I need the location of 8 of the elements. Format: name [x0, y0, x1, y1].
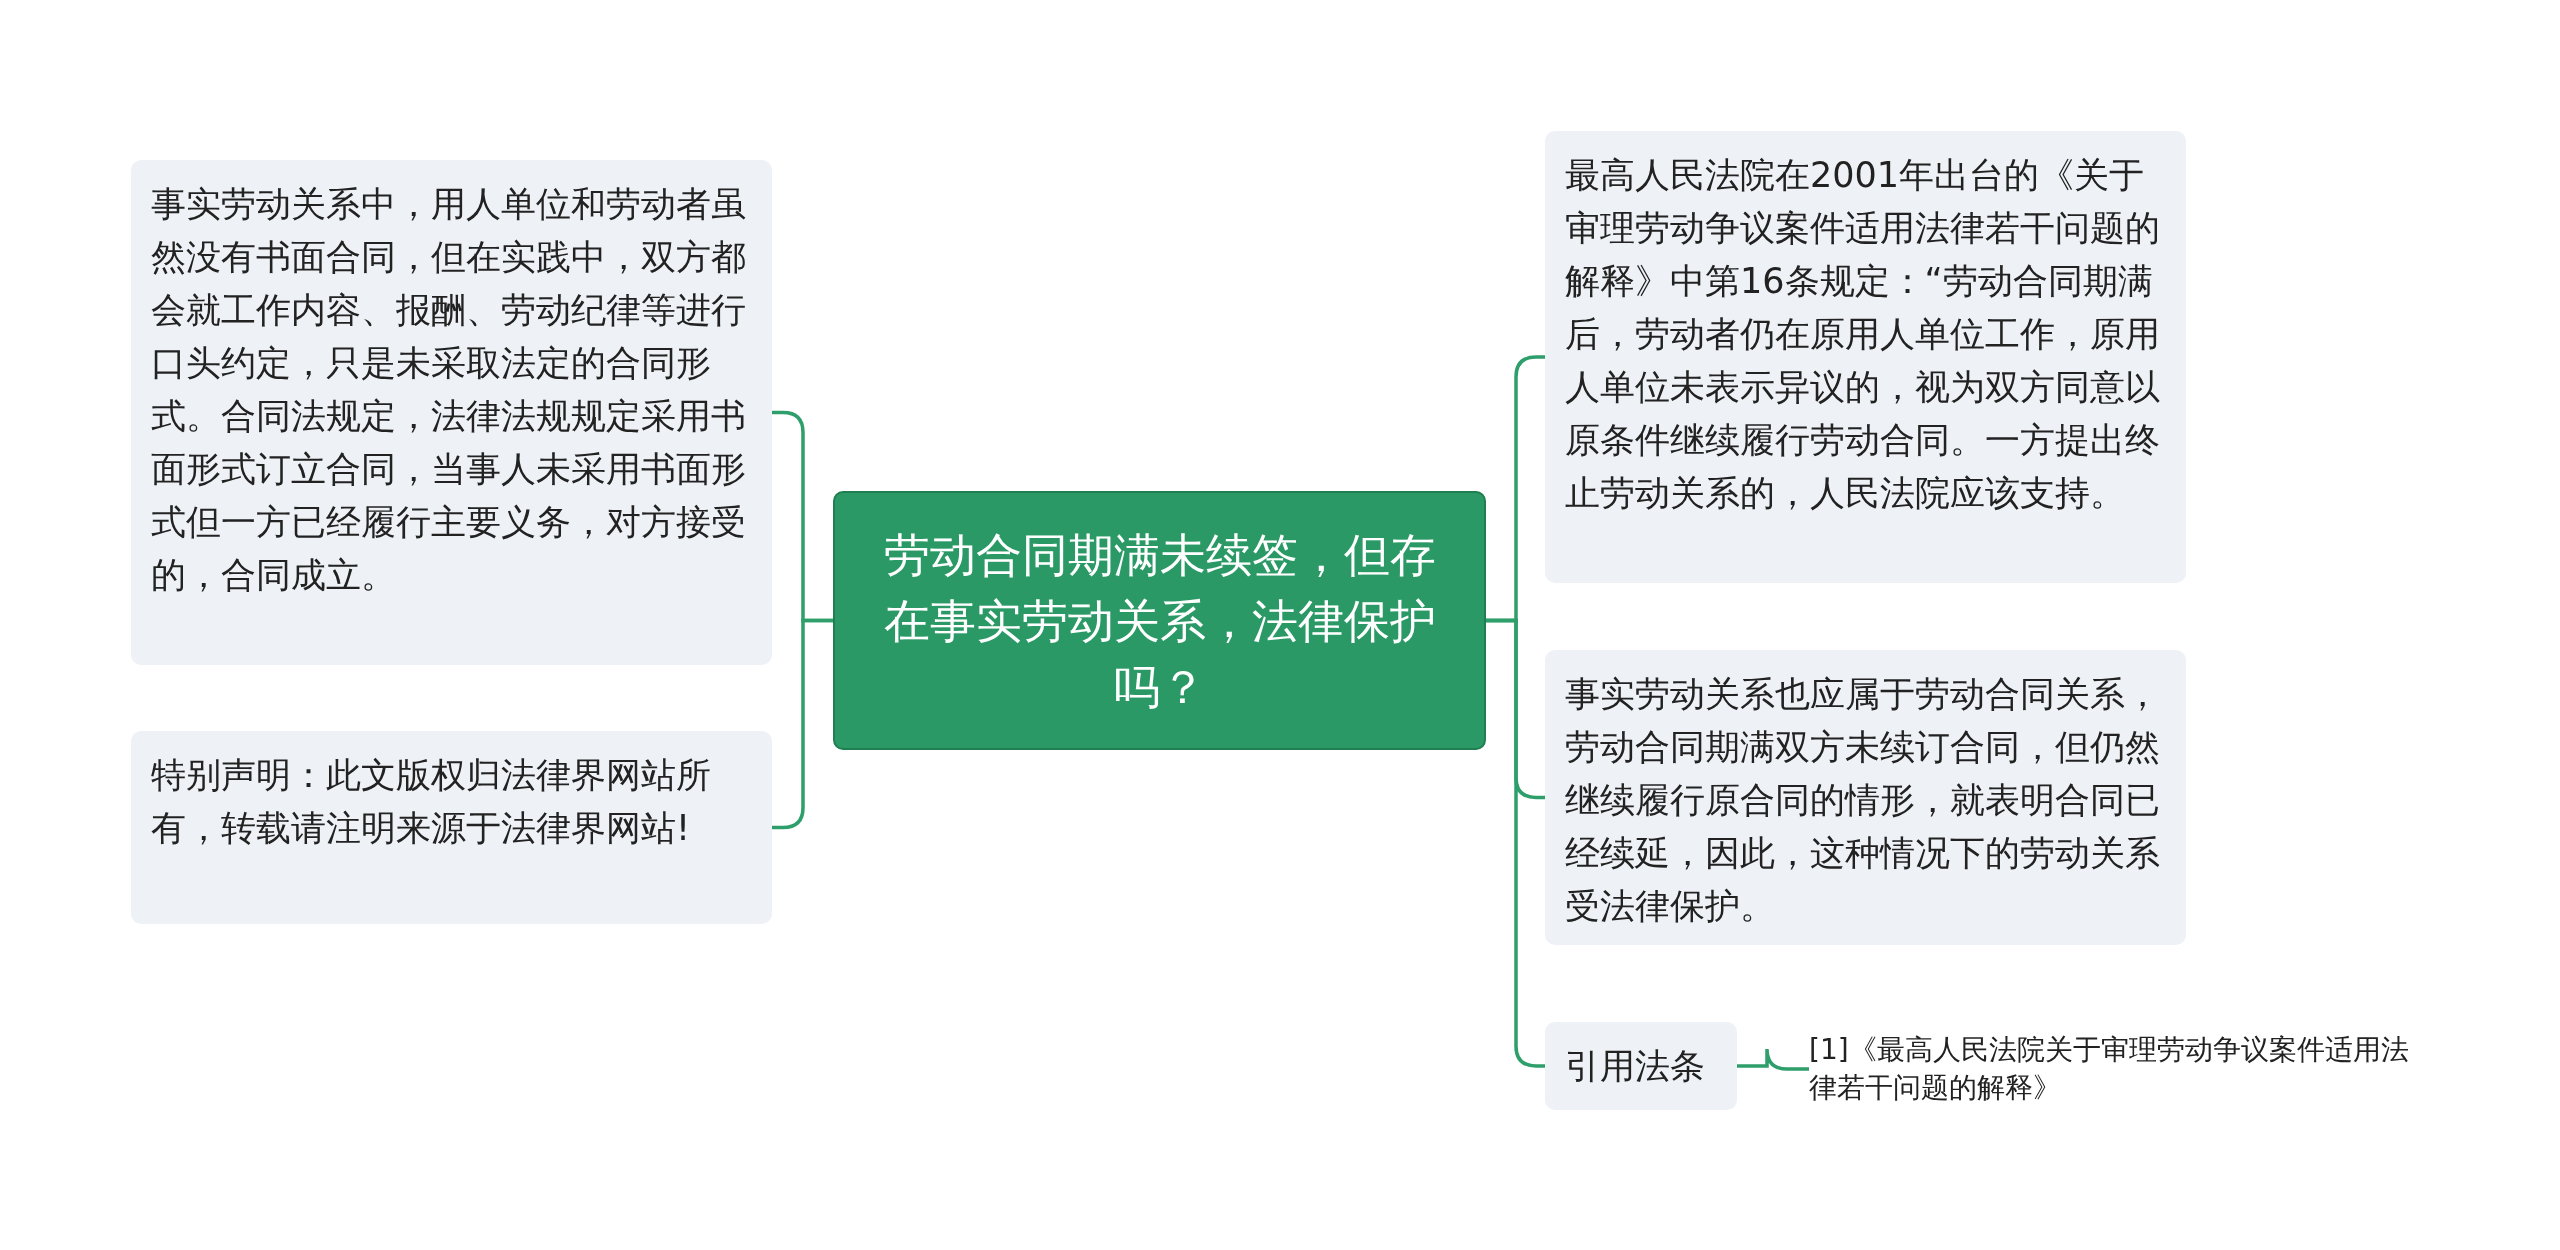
connector-line	[1737, 1047, 1809, 1071]
central-topic-box: 劳动合同期满未续签，但存在事实劳动关系，法律保护吗？	[833, 491, 1486, 750]
topic-box: 事实劳动关系中，用人单位和劳动者虽然没有书面合同，但在实践中，双方都会就工作内容、报酬、劳动纪律等进行口头约定，只是未采取法定的合同形式。合同法规定，法律法规规定采用书面形式订立合同，当事人未采用书面形式但一方已经履行主要义务，对方接受的，合同成立。	[131, 160, 772, 665]
topic-box: 最高人民法院在2001年出台的《关于审理劳动争议案件适用法律若干问题的解释》中第16条规定：“劳动合同期满后，劳动者仍在原用人单位工作，原用人单位未表示异议的，视为双方同意以原条件继续履行劳动合同。一方提出终止劳动关系的，人民法院应该支持。	[1545, 131, 2186, 583]
topic-box: 事实劳动关系也应属于劳动合同关系，劳动合同期满双方未续订合同，但仍然继续履行原合同的情形，就表明合同已经续延，因此，这种情况下的劳动关系受法律保护。	[1545, 650, 2186, 945]
topic-box: 引用法条	[1545, 1022, 1737, 1110]
topic-box: 特别声明：此文版权归法律界网站所有，转载请注明来源于法律界网站!	[131, 731, 772, 924]
citation-text: [1]《最高人民法院关于审理劳动争议案件适用法律若干问题的解释》	[1809, 1027, 2409, 1111]
